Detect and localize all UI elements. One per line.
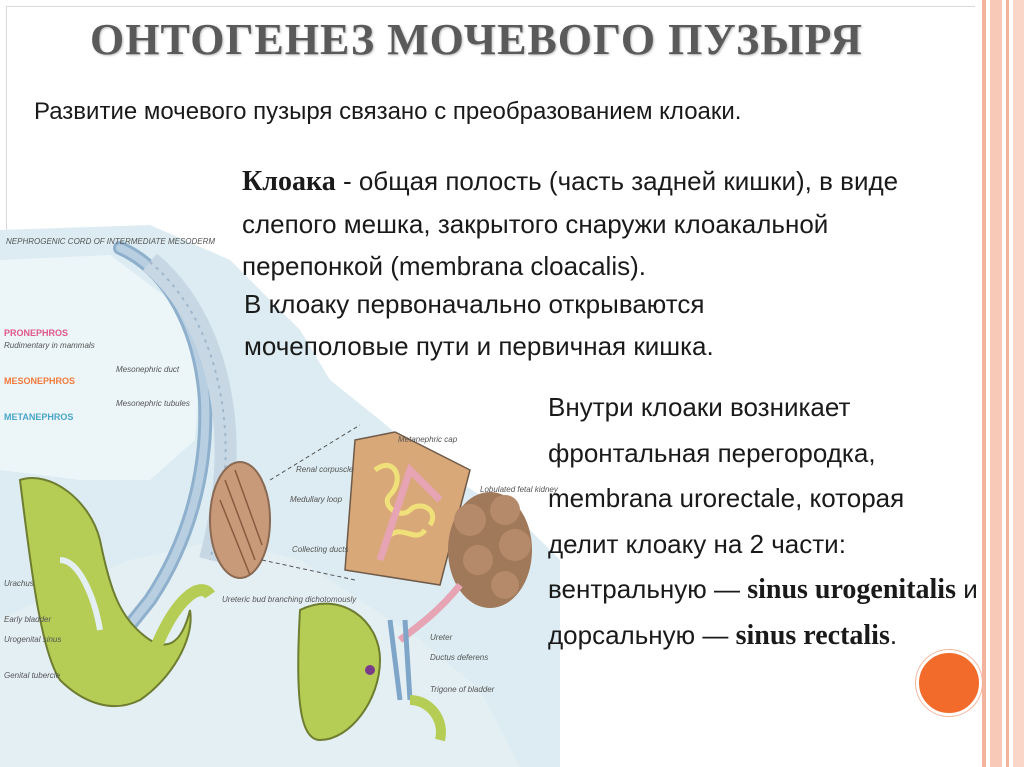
decorative-stripe [990, 0, 1002, 767]
decorative-stripe [982, 0, 986, 767]
cloaca-term: Клоака [242, 166, 336, 197]
intro-text: Развитие мочевого пузыря связано с преоб… [34, 98, 742, 125]
decorative-stripe [1013, 0, 1024, 767]
term-sinus-rectalis: sinus rectalis [735, 619, 890, 651]
division-text-part1: Внутри клоаки возникает фронтальная пере… [548, 392, 905, 604]
accent-circle [916, 650, 982, 716]
term-sinus-urogenitalis: sinus urogenitalis [747, 574, 956, 605]
division-text-part2: и дорсальную — [548, 574, 978, 650]
cloaca-definition: Клоака - общая полость (часть задней киш… [242, 160, 942, 287]
cloaca-division: Внутри клоаки возникает фронтальная пере… [548, 385, 978, 658]
decorative-stripe [1006, 0, 1009, 767]
division-text-end: . [889, 619, 898, 650]
slide-title: ОНТОГЕНЕЗ МОЧЕВОГО ПУЗЫРЯ [90, 15, 863, 64]
cloaca-definition-text: - общая полость (часть задней кишки), в … [242, 166, 899, 281]
cloaca-openings: В клоаку первоначально открываются мочеп… [244, 289, 714, 361]
